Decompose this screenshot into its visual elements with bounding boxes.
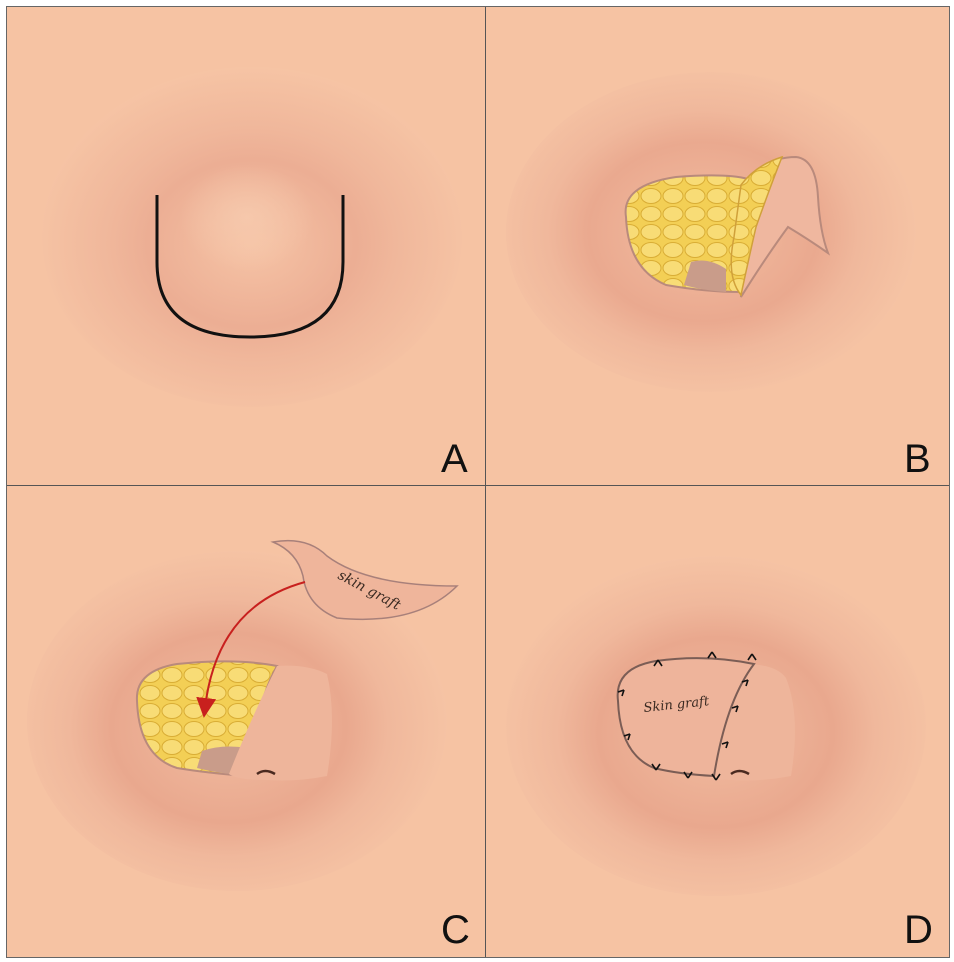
panel-d-illustration: Skin graft <box>486 486 949 957</box>
panel-b-label: B <box>904 439 931 479</box>
panel-a: A <box>7 7 485 485</box>
panel-b-illustration <box>486 7 949 485</box>
panel-b: B <box>486 7 949 485</box>
figure: A B <box>6 6 950 958</box>
panel-d-label: D <box>904 910 933 950</box>
panel-c-illustration: skin graft <box>7 486 485 957</box>
panel-c-label: C <box>441 910 470 950</box>
vertical-divider <box>485 7 486 957</box>
horizontal-divider <box>7 485 949 486</box>
panel-c: skin graft C <box>7 486 485 957</box>
panel-d: Skin graft D <box>486 486 949 957</box>
panel-a-illustration <box>7 7 485 485</box>
panel-a-label: A <box>441 439 468 479</box>
